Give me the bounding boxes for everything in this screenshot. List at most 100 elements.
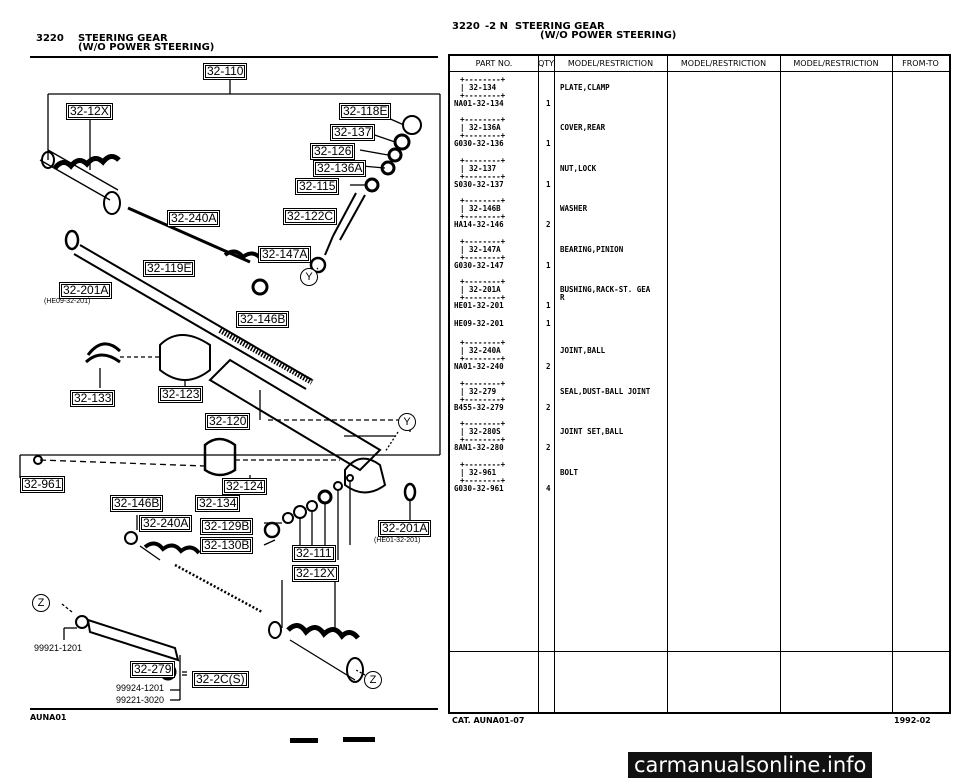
ref-box-top: +--------+ xyxy=(460,115,506,124)
callout-32-201a-right: 32-201A xyxy=(378,520,432,537)
callout-32-133: 32-133 xyxy=(70,390,116,407)
description: SEAL,DUST-BALL JOINT xyxy=(560,387,651,396)
description: JOINT,BALL xyxy=(560,346,606,355)
part-number: G030-32-147 xyxy=(454,261,504,270)
ref-box-bottom: +--------+ xyxy=(460,91,506,100)
callout-32-147a: 32-147A xyxy=(258,246,312,263)
col-divider xyxy=(667,56,668,712)
right-page-sub: -2 N xyxy=(485,21,508,32)
callout-32-123: 32-123 xyxy=(158,386,204,403)
part-number: NA01-32-134 xyxy=(454,99,504,108)
col-header-part-no: PART NO. xyxy=(475,59,513,68)
description: NUT,LOCK xyxy=(560,164,597,173)
part-number: G030-32-136 xyxy=(454,139,504,148)
qty: 1 xyxy=(546,319,551,328)
col-header-qty: QTY xyxy=(538,59,555,68)
ref-text: 32-146B xyxy=(469,204,501,213)
qty: 2 xyxy=(546,443,551,452)
ref-box-top: +--------+ xyxy=(460,237,506,246)
note-he09: (HE09-32-201) xyxy=(44,298,91,305)
ref-box-bottom: +--------+ xyxy=(460,131,506,140)
callout-32-201a-left: 32-201A xyxy=(59,282,113,299)
part-number: 8AN1-32-280 xyxy=(454,443,504,452)
qty: 2 xyxy=(546,403,551,412)
description: PLATE,CLAMP xyxy=(560,83,610,92)
ref-number: | 32-279 xyxy=(460,387,497,396)
description: BUSHING,RACK-ST. GEA R xyxy=(560,285,651,302)
col-header-model-3: MODEL/RESTRICTION xyxy=(793,59,879,68)
callout-32-110: 32-110 xyxy=(203,63,248,80)
callout-32-279: 32-279 xyxy=(130,661,176,678)
issue-date: 1992-02 xyxy=(894,716,931,725)
scan-artifact xyxy=(290,738,318,743)
ref-box-bottom: +--------+ xyxy=(460,172,506,181)
left-title: STEERING GEAR xyxy=(78,33,168,44)
circle-mark-y-top: Y xyxy=(300,268,318,286)
callout-32-119e: 32-119E xyxy=(143,260,196,277)
callout-32-122c: 32-122C xyxy=(283,208,338,225)
ref-text: 32-279 xyxy=(469,387,497,396)
left-header-rule xyxy=(30,56,438,58)
ref-number: | 32-240A xyxy=(460,346,501,355)
qty: 1 xyxy=(546,180,551,189)
ref-box-bottom: +--------+ xyxy=(460,253,506,262)
ref-number: | 32-147A xyxy=(460,245,501,254)
qty: 2 xyxy=(546,220,551,229)
watermark: carmanualsonline.info xyxy=(628,752,873,778)
callout-32-124: 32-124 xyxy=(222,478,268,495)
scan-artifact xyxy=(343,737,375,742)
part-number-99924-1201: 99924-1201 xyxy=(116,683,165,693)
col-divider xyxy=(780,56,781,712)
callout-32-136a: 32-136A xyxy=(313,160,367,177)
parts-table: PART NO. QTY MODEL/RESTRICTION MODEL/RES… xyxy=(448,54,951,714)
right-title: STEERING GEAR xyxy=(515,21,605,32)
catalog-number: CAT. AUNA01-07 xyxy=(452,716,525,725)
ref-box-bottom: +--------+ xyxy=(460,476,506,485)
col-divider xyxy=(554,56,555,712)
ref-box-bottom: +--------+ xyxy=(460,354,506,363)
callout-32-137: 32-137 xyxy=(330,124,376,141)
callout-32-120: 32-120 xyxy=(205,413,251,430)
description: JOINT SET,BALL xyxy=(560,427,624,436)
ref-text: 32-240A xyxy=(469,346,501,355)
qty: 1 xyxy=(546,139,551,148)
callout-32-146b-top: 32-146B xyxy=(236,311,290,328)
part-number-99921-1201: 99921-1201 xyxy=(34,643,83,653)
ref-number: | 32-961 xyxy=(460,468,497,477)
header-divider xyxy=(450,71,949,72)
ref-box-bottom: +--------+ xyxy=(460,212,506,221)
part-number: HE01-32-201 xyxy=(454,301,504,310)
ref-box-top: +--------+ xyxy=(460,196,506,205)
right-page-number: 3220 xyxy=(452,21,480,32)
ref-box-top: +--------+ xyxy=(460,156,506,165)
circle-mark-z-left: Z xyxy=(32,594,50,612)
ref-number: | 32-146B xyxy=(460,204,501,213)
left-footer-code: AUNA01 xyxy=(30,713,67,722)
part-number-99221-3020: 99221-3020 xyxy=(116,695,165,705)
ref-number: | 32-280S xyxy=(460,427,501,436)
part-number: S030-32-137 xyxy=(454,180,504,189)
ref-box-top: +--------+ xyxy=(460,419,506,428)
ref-number: | 32-136A xyxy=(460,123,501,132)
ref-text: 32-961 xyxy=(469,468,497,477)
ref-box-top: +--------+ xyxy=(460,338,506,347)
ref-number: | 32-134 xyxy=(460,83,497,92)
col-divider xyxy=(892,56,893,712)
callout-32-111: 32-111 xyxy=(292,545,336,562)
left-footer-rule xyxy=(30,708,438,710)
ref-box-bottom: +--------+ xyxy=(460,435,506,444)
qty: 2 xyxy=(546,362,551,371)
ref-text: 32-201A xyxy=(469,285,501,294)
callout-32-126: 32-126 xyxy=(310,143,356,160)
col-header-model-2: MODEL/RESTRICTION xyxy=(680,59,767,68)
ref-text: 32-280S xyxy=(469,427,501,436)
description: COVER,REAR xyxy=(560,123,606,132)
callout-32-12x-top: 32-12X xyxy=(66,103,113,120)
right-subtitle: (W/O POWER STEERING) xyxy=(540,30,677,41)
part-number: NA01-32-240 xyxy=(454,362,504,371)
ref-text: 32-136A xyxy=(469,123,501,132)
ref-number: | 32-201A xyxy=(460,285,501,294)
part-number: B455-32-279 xyxy=(454,403,504,412)
callout-32-130b: 32-130B xyxy=(200,537,254,554)
callout-32-115: 32-115 xyxy=(295,178,340,195)
